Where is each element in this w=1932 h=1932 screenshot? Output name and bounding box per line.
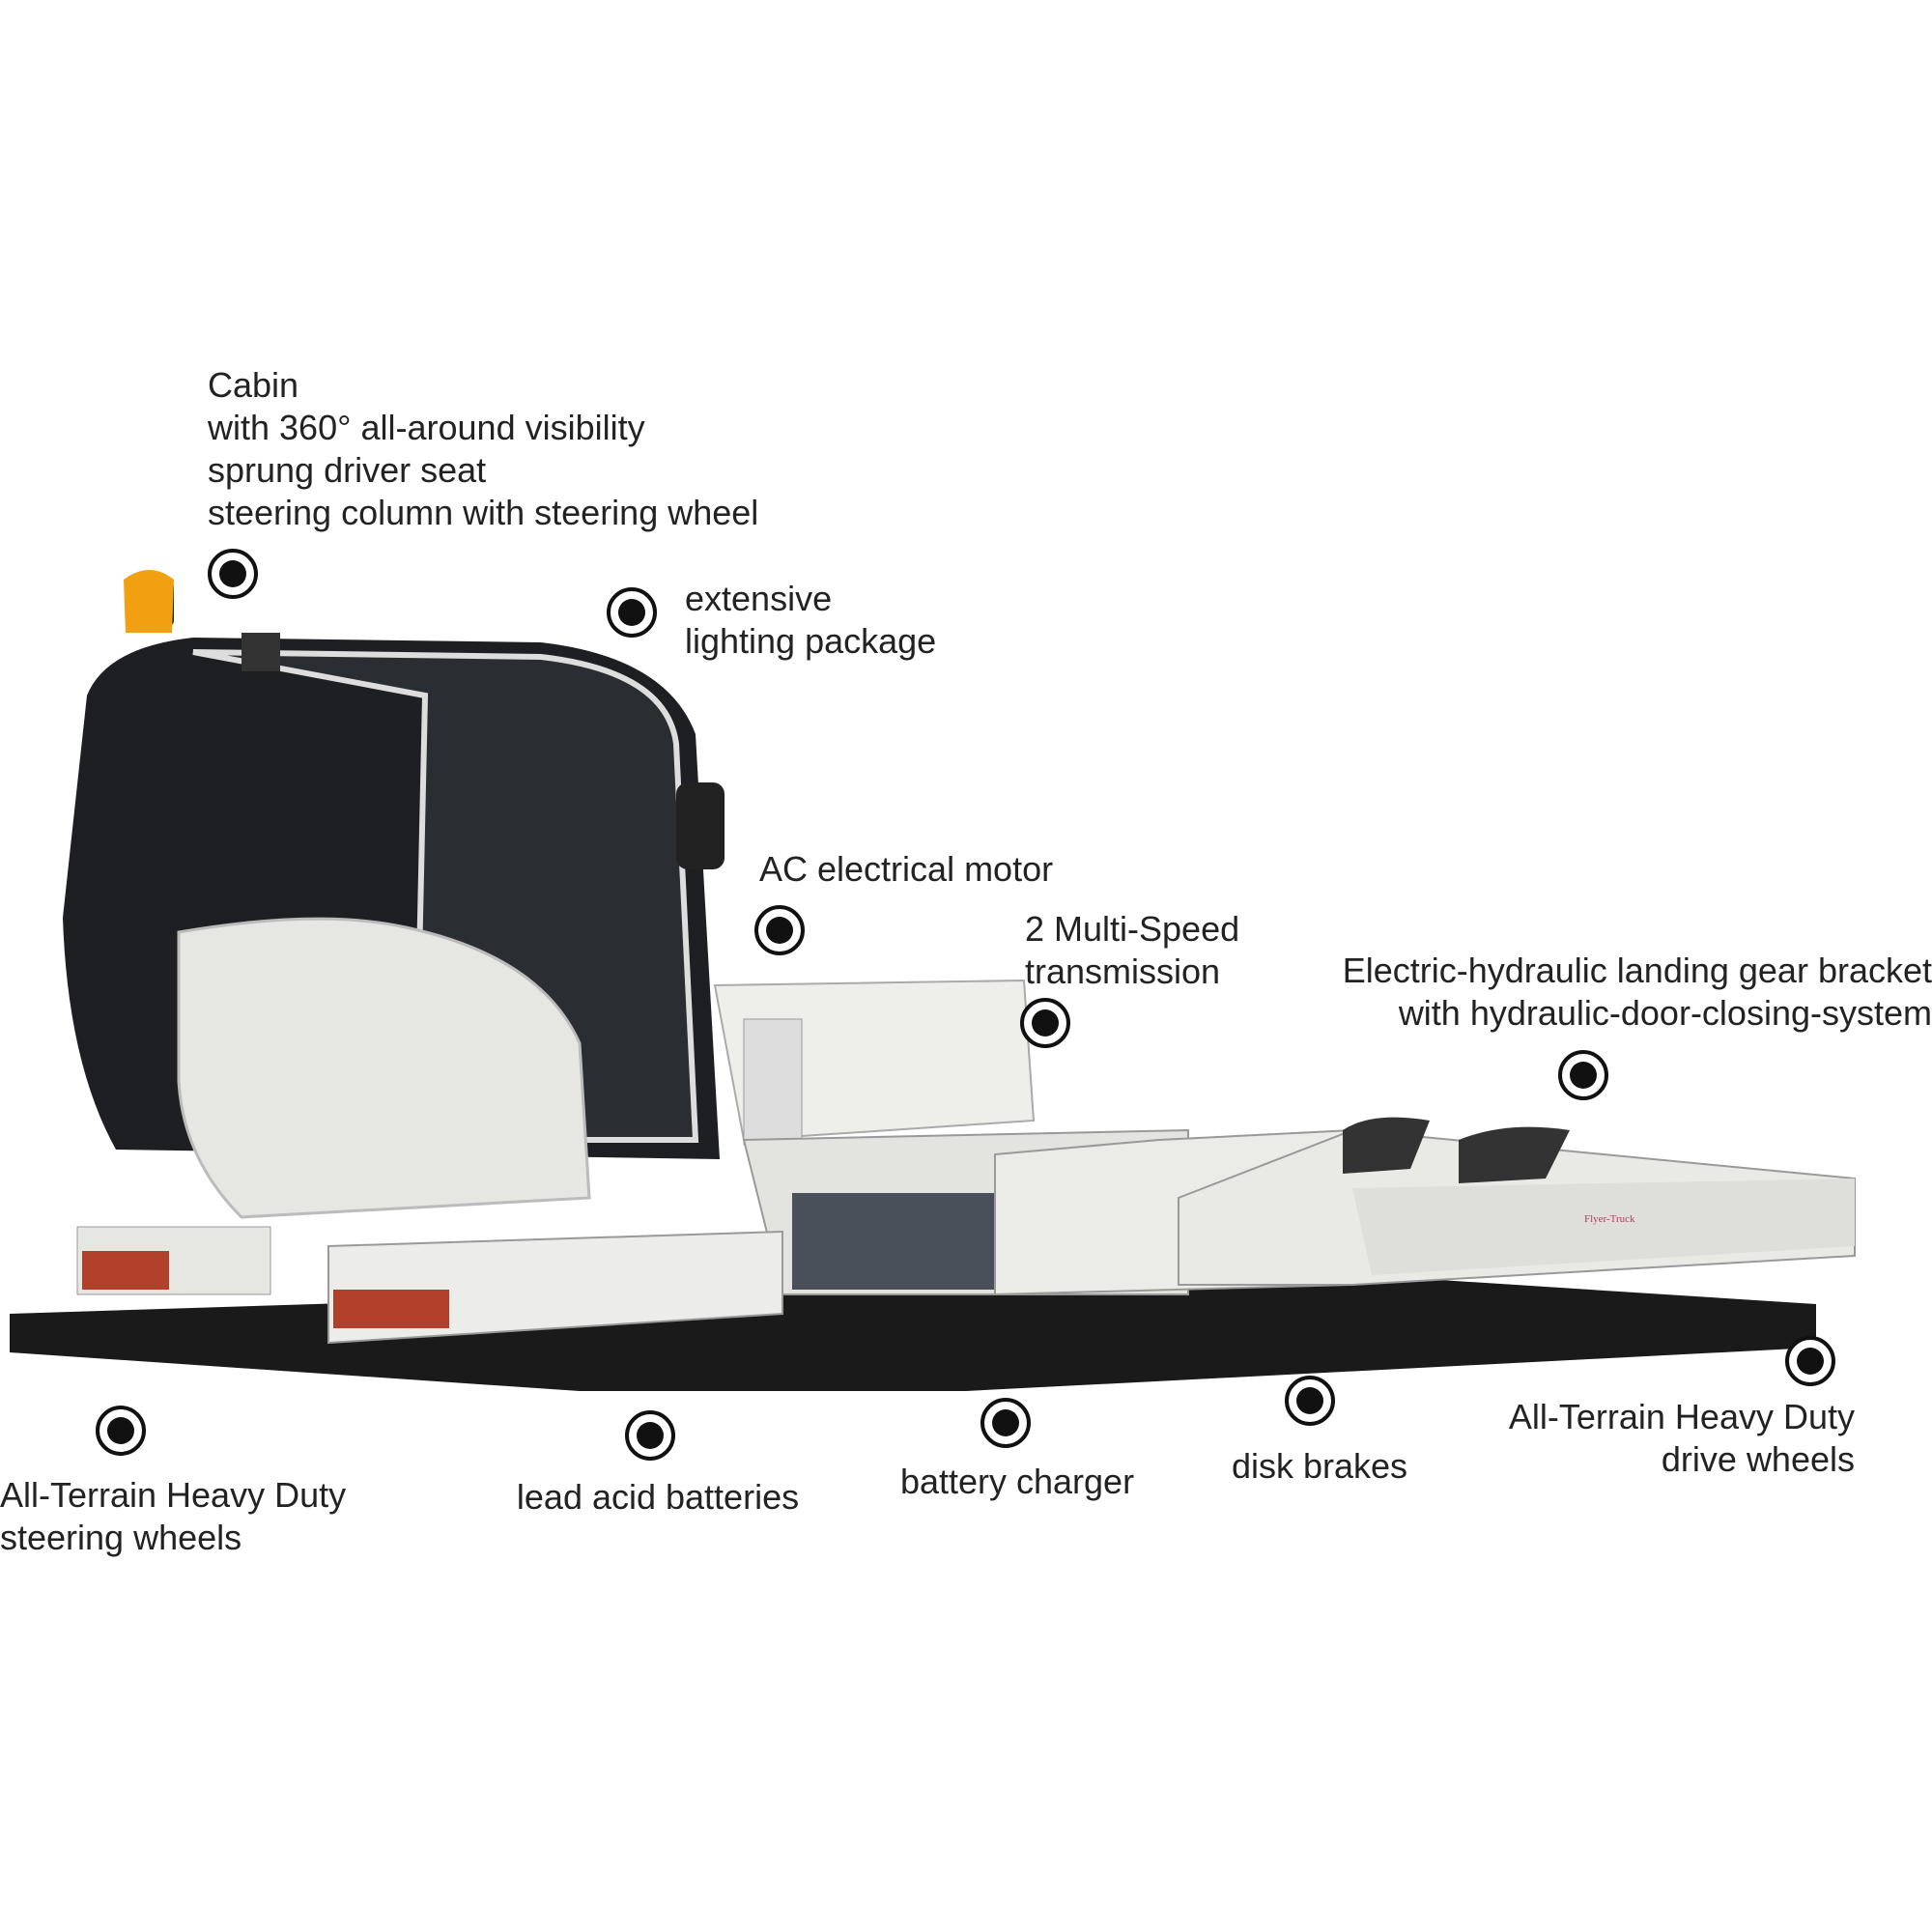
callout-line: sprung driver seat <box>208 450 487 490</box>
callout-line: with 360° all-around visibility <box>208 408 645 447</box>
callout-line: Electric-hydraulic landing gear bracket <box>1342 951 1932 990</box>
callout-lighting: extensive lighting package <box>685 578 936 663</box>
callout-line: steering column with steering wheel <box>208 493 759 532</box>
callout-charger: battery charger <box>900 1461 1134 1503</box>
callout-transmission: 2 Multi-Speed transmission <box>1025 908 1239 993</box>
callout-landing-gear: Electric-hydraulic landing gear bracket … <box>1343 950 1932 1035</box>
hotspot-marker-brakes[interactable] <box>1285 1376 1335 1426</box>
callout-line: steering wheels <box>0 1518 242 1557</box>
callout-line: All-Terrain Heavy Duty <box>0 1475 347 1515</box>
callout-line: Cabin <box>208 365 299 405</box>
hotspot-marker-charger[interactable] <box>980 1398 1031 1448</box>
callout-line: disk brakes <box>1231 1446 1408 1486</box>
ground-shadow <box>10 1256 1816 1391</box>
callout-brakes: disk brakes <box>1232 1445 1407 1488</box>
hotspot-marker-motor[interactable] <box>754 905 805 955</box>
callout-batteries: lead acid batteries <box>517 1476 799 1519</box>
callout-line: AC electrical motor <box>759 849 1054 889</box>
callout-cabin: Cabin with 360° all-around visibility sp… <box>208 364 758 534</box>
hotspot-marker-drive-wheels[interactable] <box>1785 1336 1835 1386</box>
callout-line: with hydraulic-door-closing-system <box>1398 993 1932 1033</box>
callout-line: All-Terrain Heavy Duty <box>1508 1397 1855 1436</box>
callout-line: drive wheels <box>1661 1439 1855 1479</box>
hotspot-marker-transmission[interactable] <box>1020 998 1070 1048</box>
callout-line: lighting package <box>685 621 937 661</box>
callout-line: lead acid batteries <box>516 1477 800 1517</box>
callout-line: battery charger <box>899 1462 1135 1501</box>
hotspot-marker-cabin[interactable] <box>208 549 258 599</box>
cabin <box>63 570 724 1219</box>
callout-motor: AC electrical motor <box>759 848 1053 891</box>
beacon-light-icon <box>124 570 174 633</box>
callout-steering-wheels: All-Terrain Heavy Duty steering wheels <box>0 1474 346 1559</box>
hotspot-marker-landing-gear[interactable] <box>1558 1050 1608 1100</box>
logo-text: Flyer-Truck <box>1584 1213 1635 1225</box>
chassis <box>76 979 1856 1345</box>
callout-line: 2 Multi-Speed <box>1025 909 1240 949</box>
hotspot-marker-steering-wheels[interactable] <box>96 1406 146 1456</box>
hotspot-marker-lighting[interactable] <box>607 587 657 638</box>
callout-line: extensive <box>685 579 833 618</box>
callout-line: transmission <box>1025 952 1221 991</box>
callout-drive-wheels: All-Terrain Heavy Duty drive wheels <box>1509 1396 1855 1481</box>
hotspot-marker-batteries[interactable] <box>625 1410 675 1461</box>
